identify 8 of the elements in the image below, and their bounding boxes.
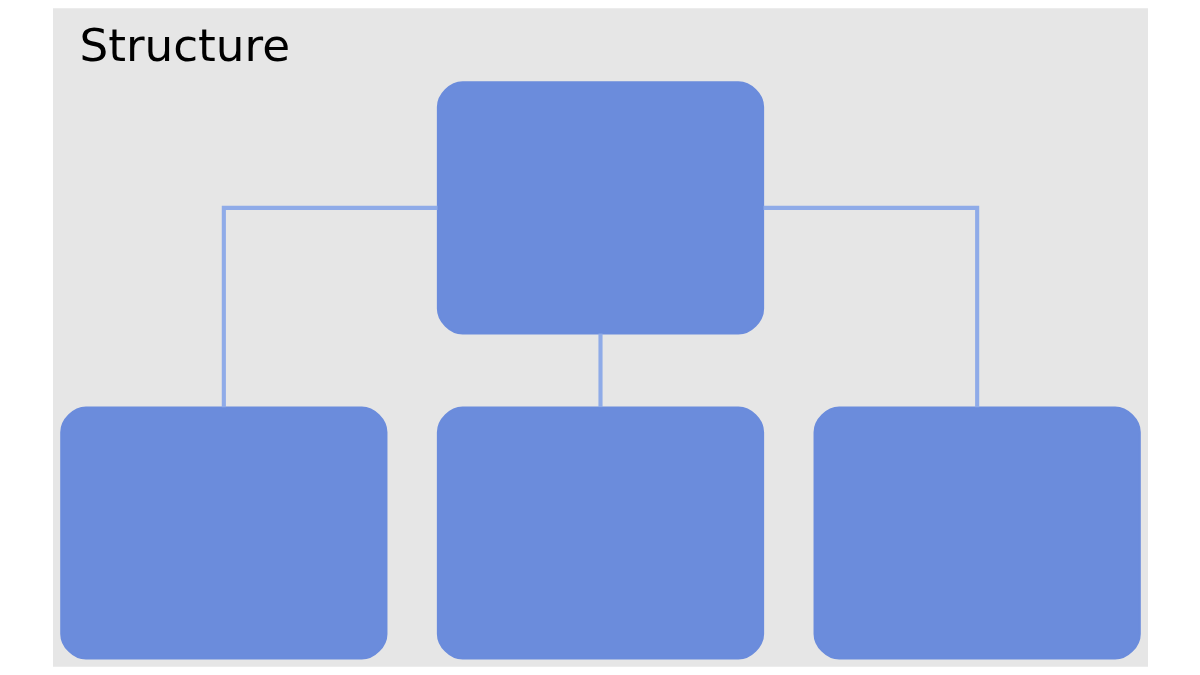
connector [763,205,979,408]
connector [597,333,603,408]
node-box [813,406,1141,660]
diagram-title: Structure [78,18,290,72]
node-box [436,406,764,660]
node-box [59,406,387,660]
connector [221,205,437,408]
node-box [436,81,764,335]
